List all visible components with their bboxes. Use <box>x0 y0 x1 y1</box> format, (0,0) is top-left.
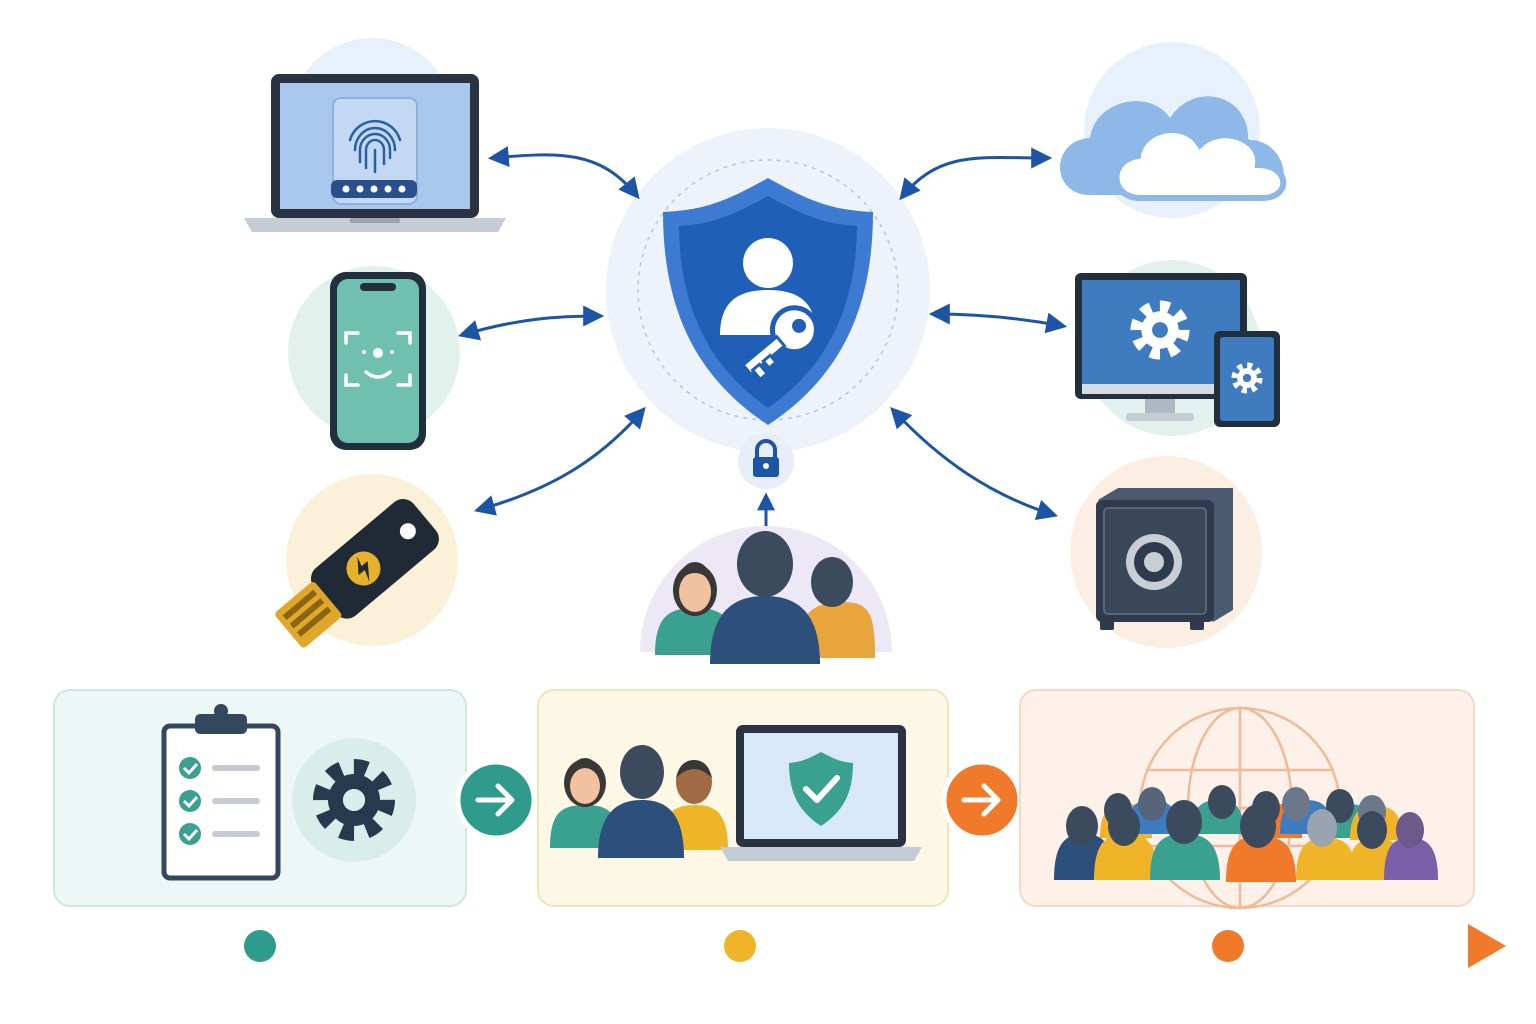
monitor-icon <box>1075 273 1247 421</box>
shield-check-icon <box>789 752 853 826</box>
user-avatar <box>1192 785 1244 834</box>
user-group-icon <box>550 745 728 858</box>
padlock-icon <box>738 433 794 489</box>
device-laptop-fingerprint <box>244 38 506 232</box>
clipboard-checklist-icon <box>161 704 281 881</box>
smartphone-icon <box>330 272 426 450</box>
arrow-vault <box>890 406 1059 521</box>
bolt-icon <box>357 556 370 582</box>
user-avatar <box>710 531 820 664</box>
key-icon <box>740 305 819 382</box>
check-item <box>179 757 260 779</box>
service-vault <box>1070 456 1262 648</box>
stage-rollout <box>1019 689 1475 910</box>
device-security-key <box>275 474 458 648</box>
stage-plan <box>53 689 467 907</box>
arrow-laptop <box>487 146 640 200</box>
stage-transition-1 <box>455 759 537 841</box>
crowd-icon <box>1054 785 1438 882</box>
arrow-phone <box>457 305 605 341</box>
stage-transition-2 <box>941 759 1023 841</box>
identity-hub <box>606 128 930 452</box>
timeline <box>56 924 1506 968</box>
timeline-milestone-2 <box>718 924 762 968</box>
service-managed-devices <box>1075 260 1280 436</box>
user-group-icon <box>655 531 875 664</box>
connection-arrows <box>457 146 1068 530</box>
user-group <box>640 526 892 664</box>
arrow-right-icon <box>961 783 1001 817</box>
user-avatar <box>1384 812 1438 880</box>
check-item <box>179 823 260 845</box>
timeline-arrowhead <box>1468 924 1506 968</box>
hub-ring <box>637 159 899 421</box>
stage-pilot <box>537 689 949 907</box>
face-scan-icon <box>344 331 412 387</box>
timeline-milestone-3 <box>1206 924 1250 968</box>
arrow-right-icon <box>475 783 515 817</box>
safe-icon <box>1096 488 1233 630</box>
user-avatar <box>1226 804 1296 882</box>
laptop-icon <box>720 725 922 861</box>
device-phone-face-id <box>288 266 460 450</box>
timeline-milestone-1 <box>238 924 282 968</box>
user-avatar <box>1150 800 1220 880</box>
check-item <box>179 790 260 812</box>
arrow-devices <box>928 303 1068 334</box>
arrow-security-key <box>473 406 646 516</box>
usb-security-key-icon <box>275 499 439 648</box>
fingerprint-icon <box>331 97 418 205</box>
service-cloud <box>1060 42 1287 218</box>
user-avatar <box>1094 806 1158 880</box>
cloud-icon <box>1060 96 1287 201</box>
user-avatar <box>598 745 684 858</box>
arrow-cloud <box>899 147 1053 201</box>
user-avatar <box>1296 809 1356 880</box>
tablet-icon <box>1214 331 1280 427</box>
